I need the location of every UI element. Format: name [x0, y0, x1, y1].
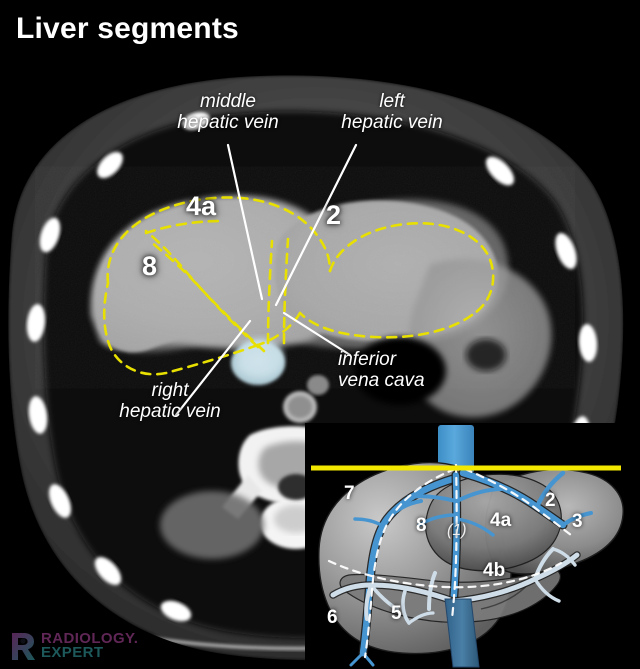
liver-outline-right-inferior — [102, 281, 260, 376]
liver-outline-right-superior — [106, 196, 332, 285]
boundary-4a-medial — [266, 239, 274, 345]
ct-aorta-core — [288, 396, 312, 418]
page-title: Liver segments — [16, 12, 239, 45]
ct-segment-8: 8 — [142, 251, 158, 281]
ct-stomach-gas — [354, 337, 446, 405]
ct-paraspinal-left — [160, 491, 264, 559]
inset-portal-vein — [329, 547, 581, 625]
label-middle-hepatic-vein: middle hepatic vein — [177, 91, 279, 134]
inset-segment-1: (1) — [447, 522, 467, 539]
liver-outline-left-lobe-bottom — [298, 311, 474, 339]
watermark-line-2: EXPERT — [41, 644, 104, 661]
watermark-line-1: RADIOLOGY. — [41, 629, 139, 647]
liver-diagram-svg — [305, 423, 640, 669]
label-left-hepatic-vein: left hepatic vein — [341, 91, 443, 134]
ct-bowel-gas — [466, 339, 506, 371]
leader-left-hepatic-vein — [274, 143, 358, 307]
inset-segment-8: 8 — [416, 515, 427, 536]
inset-segment-6: 6 — [327, 607, 338, 628]
label-inferior-vena-cava: inferior vena cava — [338, 349, 425, 392]
inset-segment-5: 5 — [391, 603, 402, 624]
liver-diagram-inset: 7 8 (1) 4a 2 3 4b 5 6 — [305, 423, 640, 669]
inset-segment-4a: 4a — [490, 510, 512, 531]
leader-inferior-vena-cava — [282, 311, 352, 357]
inset-segment-2: 2 — [545, 490, 556, 511]
ct-crus — [307, 375, 329, 395]
ct-segment-2: 2 — [326, 200, 342, 230]
radiology-expert-logo-icon — [12, 633, 35, 660]
label-right-hepatic-vein: right hepatic vein — [119, 380, 221, 423]
boundary-4a-2 — [282, 237, 290, 345]
leader-right-hepatic-vein — [174, 319, 252, 417]
boundary-superior-tip — [144, 219, 224, 235]
leader-middle-hepatic-vein — [226, 143, 264, 301]
ct-segment-4a: 4a — [186, 191, 217, 221]
watermark: RADIOLOGY. EXPERT — [10, 631, 138, 661]
liver-outline-left-lobe-top — [328, 221, 495, 317]
inset-segment-7: 7 — [344, 483, 355, 504]
ivc-infrahepatic — [444, 598, 480, 668]
inset-segment-divisions — [327, 463, 573, 659]
leader-lines — [174, 143, 358, 417]
inset-segment-3: 3 — [572, 511, 583, 532]
segment-boundary-overlay — [102, 196, 495, 376]
liver-outline-hilum — [256, 311, 302, 347]
inset-segment-4b: 4b — [483, 560, 506, 581]
boundary-8-4a-b — [148, 239, 266, 353]
